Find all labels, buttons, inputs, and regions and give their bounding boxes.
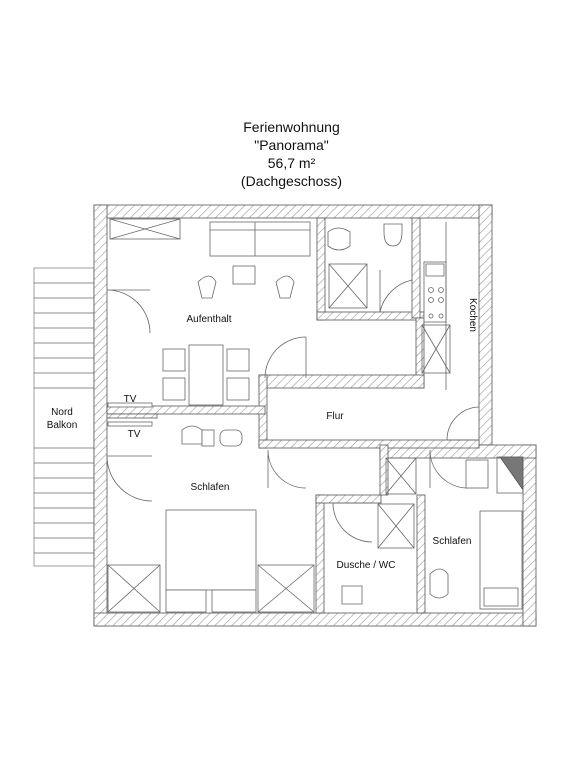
label-kochen: Kochen <box>467 298 478 332</box>
doors <box>106 270 480 543</box>
label-tv-bottom: TV <box>128 429 141 440</box>
interior-walls <box>106 217 480 614</box>
title-line-1: Ferienwohnung <box>243 119 340 135</box>
bath-bottom-fixtures <box>341 503 449 605</box>
title-line-2: "Panorama" <box>254 137 329 153</box>
label-flur: Flur <box>326 411 344 422</box>
label-schlafen-left: Schlafen <box>191 482 230 493</box>
label-balkon-line1: Nord <box>51 407 73 418</box>
bath-top-fixtures <box>327 223 403 309</box>
label-aufenthalt: Aufenthalt <box>186 314 231 325</box>
title-line-3: 56,7 m² <box>267 155 316 171</box>
label-tv-top: TV <box>124 394 137 405</box>
outer-walls <box>93 204 537 627</box>
bedroom-right-furniture <box>465 456 524 610</box>
label-schlafen-right: Schlafen <box>433 536 472 547</box>
windows <box>107 218 451 613</box>
living-furniture <box>107 221 311 427</box>
title-line-4: (Dachgeschoss) <box>240 173 343 189</box>
balcony-area <box>33 267 95 567</box>
label-dusche-wc: Dusche / WC <box>337 560 396 571</box>
plan-title-block: Ferienwohnung "Panorama" 56,7 m² (Dachge… <box>0 118 583 190</box>
kitchen-fixtures <box>423 222 447 390</box>
label-balkon-line2: Balkon <box>47 420 78 431</box>
bedroom-left-furniture <box>165 425 257 613</box>
room-labels: Aufenthalt Kochen Flur Schlafen Schlafen… <box>47 298 478 571</box>
